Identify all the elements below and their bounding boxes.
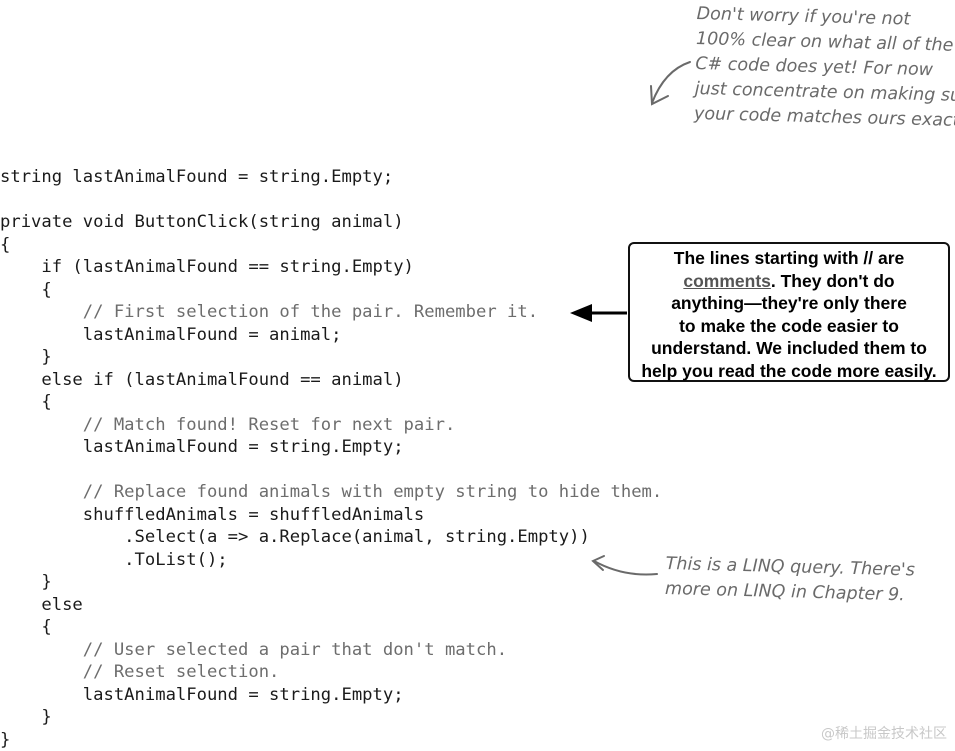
code-comment-line: // First selection of the pair. Remember… [0, 301, 662, 324]
code-line: .ToList(); [0, 549, 662, 572]
code-listing: string lastAnimalFound = string.Empty; pr… [0, 166, 662, 751]
callout-line: comments. They don't do [634, 270, 944, 293]
note-line: your code matches ours exactly. [694, 102, 955, 134]
watermark: @稀土掘金技术社区 [821, 723, 947, 743]
code-line: lastAnimalFound = animal; [0, 324, 662, 347]
note-arrow-top [651, 62, 690, 104]
callout-line: to make the code easier to [634, 315, 944, 338]
code-line: { [0, 234, 662, 257]
note-line: more on LINQ in Chapter 9. [665, 577, 915, 609]
comments-callout-box: The lines starting with // are comments.… [628, 242, 950, 382]
code-line: { [0, 391, 662, 414]
code-line: } [0, 346, 662, 369]
code-line: if (lastAnimalFound == string.Empty) [0, 256, 662, 279]
code-line: } [0, 571, 662, 594]
code-line [0, 459, 662, 482]
code-line: { [0, 616, 662, 639]
code-line: shuffledAnimals = shuffledAnimals [0, 504, 662, 527]
handwritten-note-linq: This is a LINQ query. There's more on LI… [665, 552, 915, 609]
code-line: else if (lastAnimalFound == animal) [0, 369, 662, 392]
code-line: { [0, 279, 662, 302]
code-line: .Select(a => a.Replace(animal, string.Em… [0, 526, 662, 549]
callout-line: The lines starting with // are [634, 247, 944, 270]
code-comment-line: // User selected a pair that don't match… [0, 639, 662, 662]
code-line: } [0, 706, 662, 729]
code-comment-line: // Replace found animals with empty stri… [0, 481, 662, 504]
callout-line: understand. We included them to [634, 337, 944, 360]
code-comment-line: // Reset selection. [0, 661, 662, 684]
code-line: lastAnimalFound = string.Empty; [0, 436, 662, 459]
callout-line: anything—they're only there [634, 292, 944, 315]
comments-term: comments [683, 271, 771, 291]
code-line: lastAnimalFound = string.Empty; [0, 684, 662, 707]
code-line [0, 189, 662, 212]
callout-line: help you read the code more easily. [634, 360, 944, 383]
handwritten-note-top: Don't worry if you're not 100% clear on … [694, 2, 955, 134]
code-line: } [0, 729, 662, 751]
code-line: string lastAnimalFound = string.Empty; [0, 166, 662, 189]
code-line: private void ButtonClick(string animal) [0, 211, 662, 234]
code-line: else [0, 594, 662, 617]
callout-line-rest: . They don't do [771, 271, 895, 291]
code-comment-line: // Match found! Reset for next pair. [0, 414, 662, 437]
